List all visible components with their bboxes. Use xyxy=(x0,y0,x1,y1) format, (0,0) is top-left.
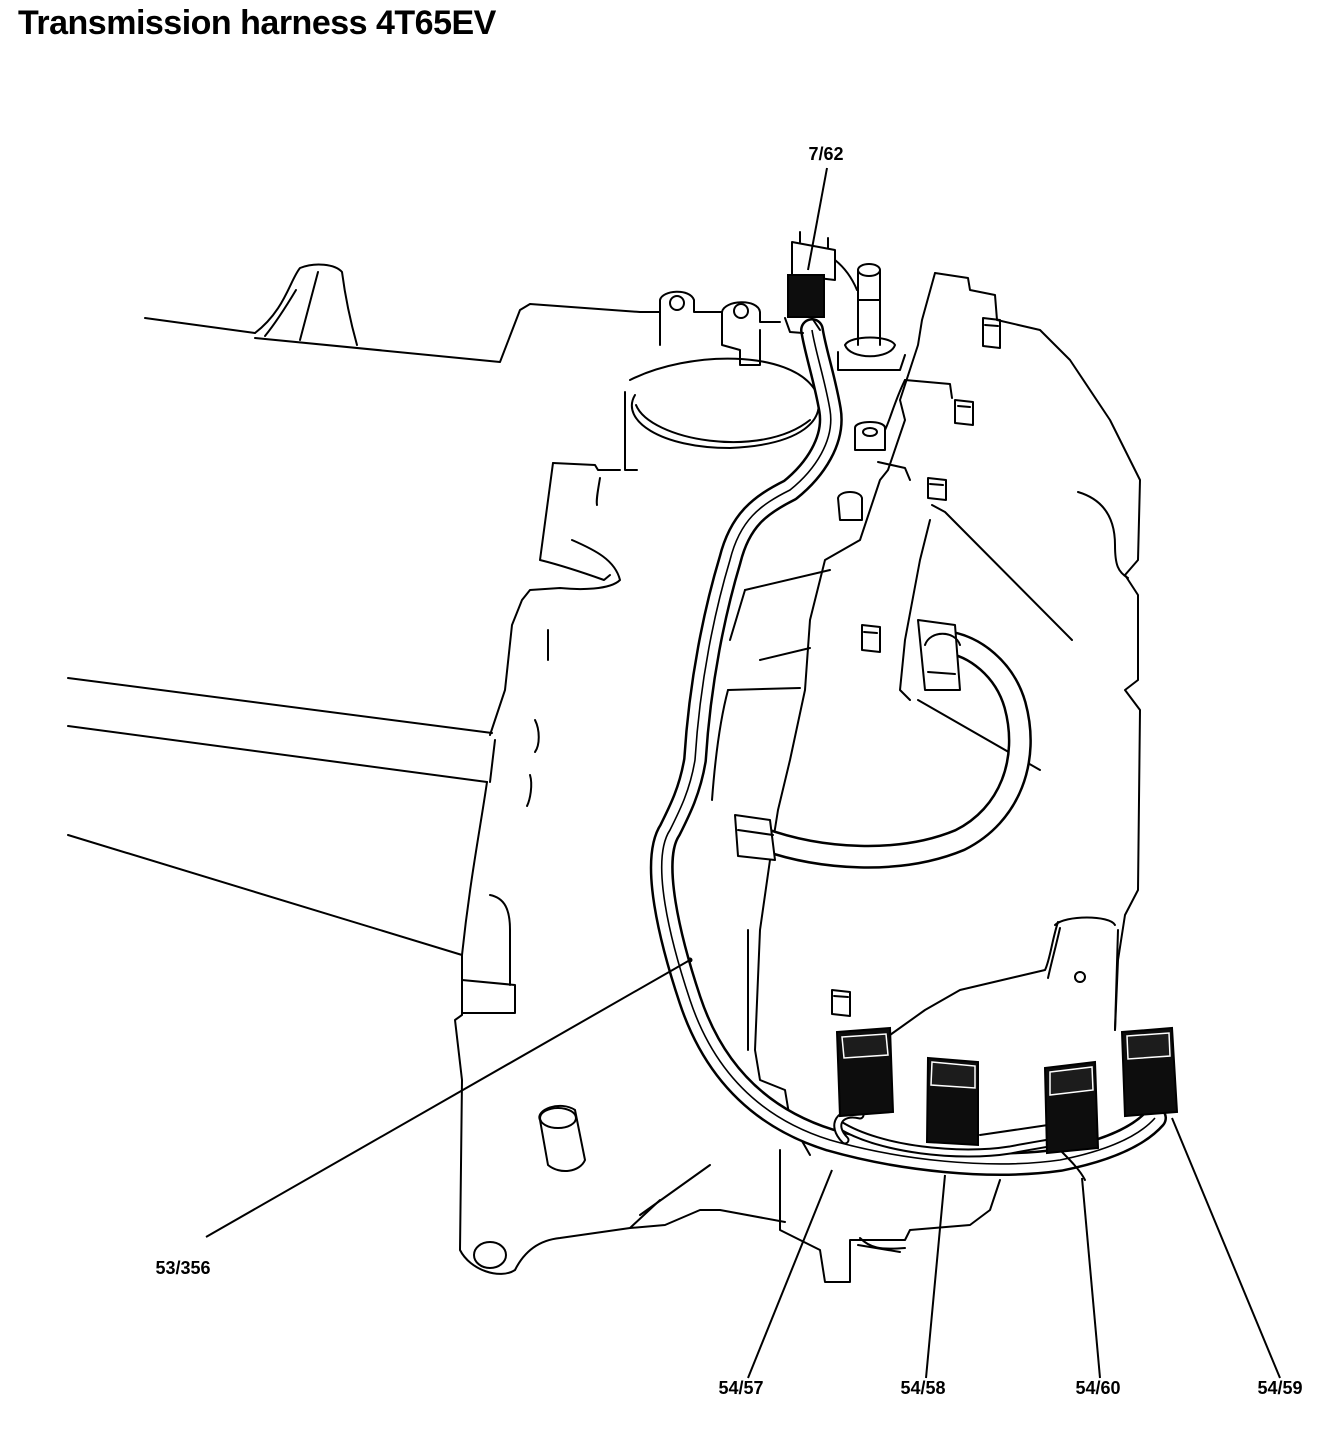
callout-54-57: 54/57 xyxy=(718,1378,763,1398)
leader-53-356 xyxy=(205,959,691,1238)
harness-53-356 xyxy=(649,318,1167,1181)
valve-body-cover xyxy=(711,272,1141,1283)
callout-54-60: 54/60 xyxy=(1075,1378,1120,1398)
leader-54-57 xyxy=(747,1169,833,1379)
callout-54-58: 54/58 xyxy=(900,1378,945,1398)
leader-54-60 xyxy=(1081,1177,1101,1379)
connector-54-57 xyxy=(835,1026,895,1118)
bracket-clips xyxy=(831,317,1001,1017)
connector-54-60 xyxy=(1043,1060,1100,1155)
leader-54-58 xyxy=(925,1174,946,1379)
connector-7-62 xyxy=(784,231,836,334)
callout-54-59: 54/59 xyxy=(1257,1378,1302,1398)
page-title: Transmission harness 4T65EV xyxy=(18,4,496,42)
leader-54-59 xyxy=(1171,1117,1281,1379)
callout-53-356: 53/356 xyxy=(155,1258,210,1278)
leader-7-62 xyxy=(807,167,828,271)
transmission-housing-outline xyxy=(67,263,820,1275)
shaft-stud xyxy=(834,259,906,371)
leader-lines xyxy=(205,167,1281,1379)
callout-7-62: 7/62 xyxy=(808,144,843,164)
connector-54-59 xyxy=(1120,1026,1179,1118)
connector-54-58 xyxy=(925,1056,979,1147)
